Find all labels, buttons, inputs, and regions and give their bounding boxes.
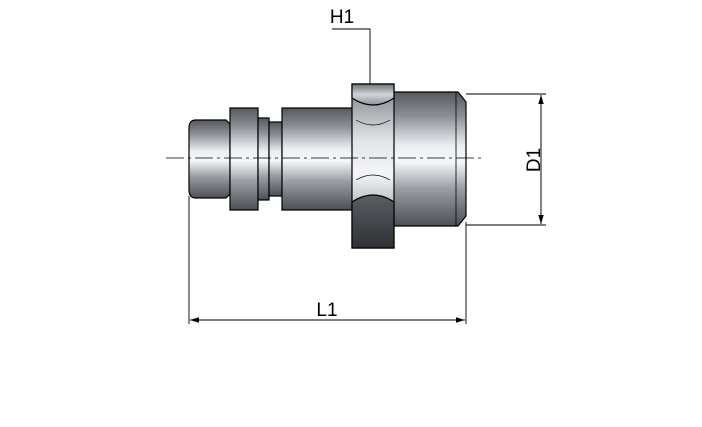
dimension-lines bbox=[190, 95, 544, 323]
threaded-end bbox=[391, 91, 467, 227]
nipple-tip bbox=[188, 119, 231, 199]
h1-label: H1 bbox=[330, 7, 354, 28]
hex-nut-bottom-flat bbox=[351, 194, 395, 249]
extension-lines bbox=[188, 28, 546, 324]
hex-nut-edge-top bbox=[351, 97, 395, 106]
collar-ring bbox=[229, 107, 259, 211]
h1-leader bbox=[332, 28, 371, 84]
hex-nut-facet-bottom bbox=[355, 174, 391, 181]
collar-step bbox=[268, 121, 283, 197]
collar-groove bbox=[257, 117, 270, 201]
hex-nut-facet-top bbox=[355, 119, 391, 126]
l1-label: L1 bbox=[316, 300, 337, 321]
d1-label: D1 bbox=[524, 148, 545, 172]
coupling-plug bbox=[188, 83, 467, 249]
hex-nut-edge-bottom bbox=[351, 194, 395, 203]
shaft bbox=[281, 107, 355, 211]
